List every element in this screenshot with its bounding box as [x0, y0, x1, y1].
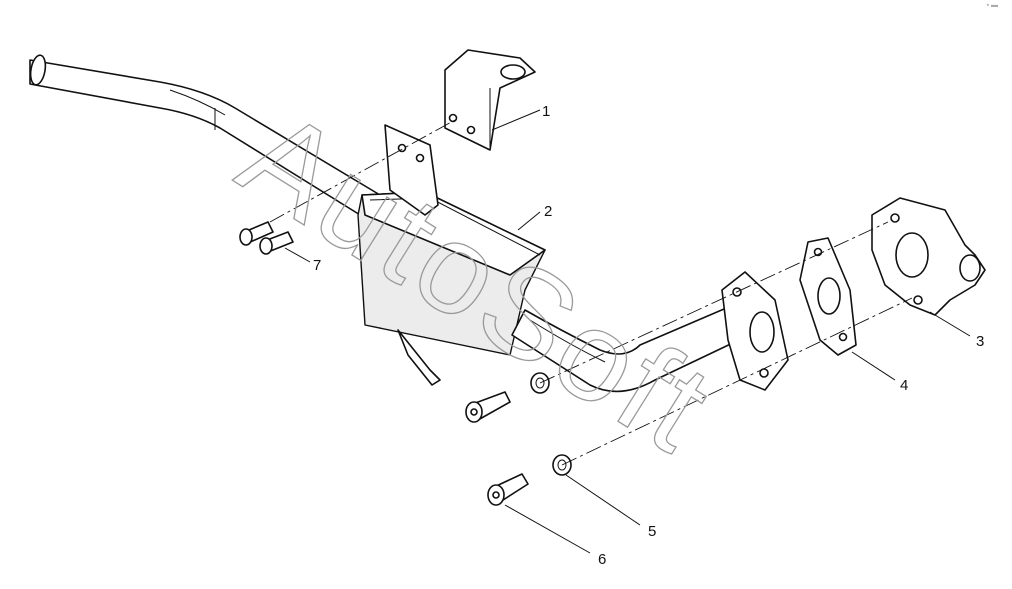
corner-mark: ▪ ▬: [986, 2, 998, 9]
pipe-flange: [721, 271, 789, 391]
callout-7: 7: [313, 257, 321, 274]
callout-2: 2: [544, 203, 552, 220]
bracket-part-1: [444, 49, 536, 151]
bolts-part-7: [239, 221, 294, 255]
bent-pipe: [511, 299, 761, 393]
cooler-part-2: [357, 124, 546, 386]
housing-part-3: [871, 197, 986, 316]
callout-4: 4: [900, 377, 908, 394]
screw-upper: [465, 391, 511, 423]
callout-3: 3: [976, 333, 984, 350]
centre-axes: [269, 119, 913, 466]
callout-5: 5: [648, 523, 656, 540]
gasket-part-4: [799, 237, 857, 356]
callout-1: 1: [542, 103, 550, 120]
leader-lines: [284, 109, 971, 554]
callout-6: 6: [598, 551, 606, 568]
screw-part-6: [487, 473, 529, 506]
